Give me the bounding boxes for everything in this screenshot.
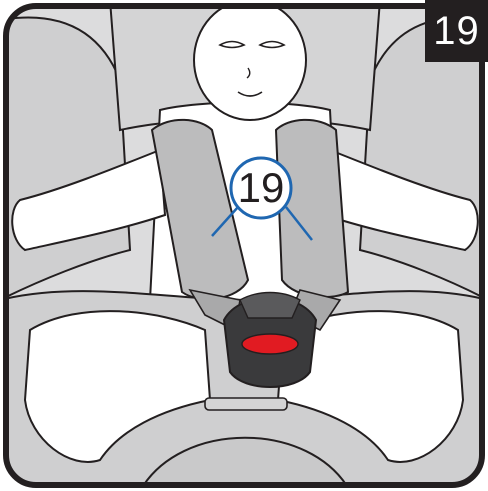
buckle-top-clip [240, 293, 300, 319]
child-head [194, 0, 306, 120]
crotch-strap-slot [205, 398, 287, 410]
step-number-badge: 19 [425, 0, 488, 62]
callout-number: 19 [226, 158, 296, 218]
buckle-release-button [242, 334, 298, 354]
